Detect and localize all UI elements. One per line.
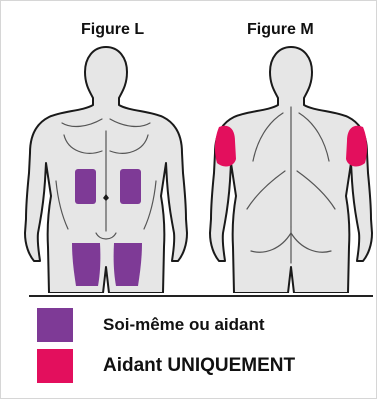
- abdomen-zone-right: [120, 169, 141, 204]
- legend-item-caregiver-only: Aidant UNIQUEMENT: [37, 349, 295, 383]
- upper-arm-zone-left: [215, 126, 236, 167]
- legend-swatch-pink: [37, 349, 73, 383]
- legend-divider: [29, 295, 373, 297]
- abdomen-zone-left: [75, 169, 96, 204]
- legend-label-self-or-caregiver: Soi-même ou aidant: [103, 315, 265, 335]
- back-body-figure: [210, 47, 372, 293]
- front-body-figure: [25, 47, 187, 293]
- legend-item-self-or-caregiver: Soi-même ou aidant: [37, 308, 265, 342]
- thigh-zone-right: [114, 243, 142, 286]
- legend-swatch-purple: [37, 308, 73, 342]
- upper-arm-zone-right: [346, 126, 367, 167]
- body-figures: [1, 1, 377, 293]
- thigh-zone-left: [72, 243, 100, 286]
- legend-label-caregiver-only: Aidant UNIQUEMENT: [103, 355, 295, 377]
